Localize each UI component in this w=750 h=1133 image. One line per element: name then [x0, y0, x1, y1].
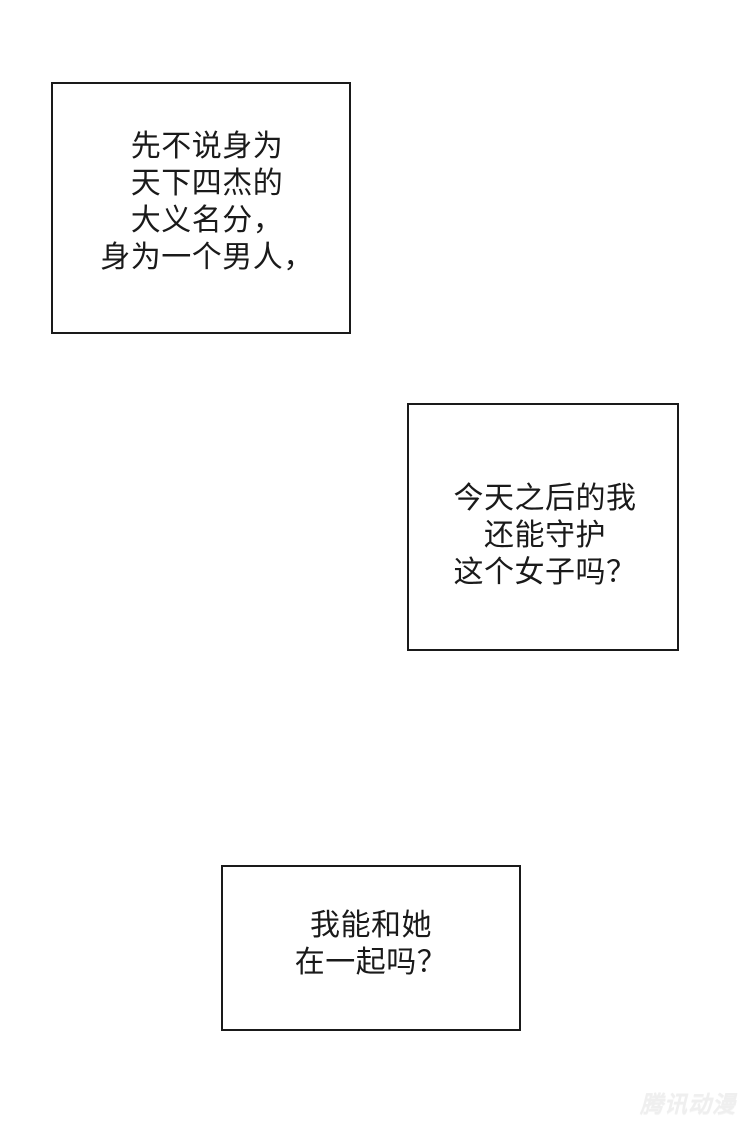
- speech-panel-1: 先不说身为 天下四杰的 大义名分， 身为一个男人，: [51, 82, 351, 334]
- watermark: 腾讯动漫: [640, 1091, 736, 1117]
- panel-3-text: 我能和她 在一起吗？: [294, 909, 448, 979]
- panel-2-text: 今天之后的我 还能守护 这个女子吗？: [453, 481, 637, 589]
- panel-1-text: 先不说身为 天下四杰的 大义名分， 身为一个男人，: [100, 130, 314, 274]
- speech-panel-3: 我能和她 在一起吗？: [221, 865, 521, 1031]
- speech-panel-2: 今天之后的我 还能守护 这个女子吗？: [407, 403, 679, 651]
